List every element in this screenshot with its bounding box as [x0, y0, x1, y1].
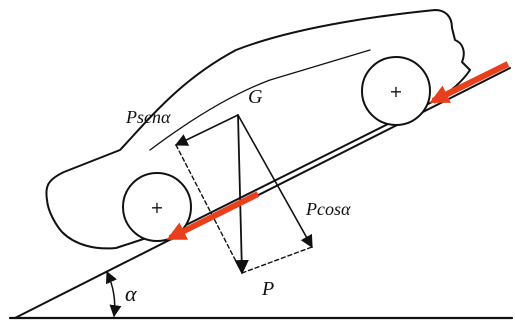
angle-label: α	[125, 281, 137, 306]
angle-arc	[106, 270, 122, 318]
car-body	[45, 9, 471, 250]
dashed-projection-bottom	[241, 246, 313, 274]
front-wheel-force-arrow	[429, 61, 510, 104]
parallel-component-arrow	[174, 114, 239, 146]
perpendicular-component-label: Pcosα	[305, 199, 351, 219]
center-of-gravity-label: G	[248, 86, 263, 108]
front-wheel-hub-icon: +	[389, 82, 402, 101]
weight-vector	[234, 114, 249, 275]
rear-wheel-hub-icon: +	[150, 198, 163, 217]
weight-label: P	[261, 278, 274, 300]
perpendicular-component-arrow	[237, 114, 313, 249]
car-window-line	[149, 49, 371, 151]
incline-line	[14, 67, 511, 319]
dashed-projection-left	[175, 144, 243, 274]
front-wheel: +	[361, 56, 431, 126]
parallel-component-label: Psenα	[125, 107, 171, 127]
rear-wheel-force-arrow	[166, 191, 260, 241]
